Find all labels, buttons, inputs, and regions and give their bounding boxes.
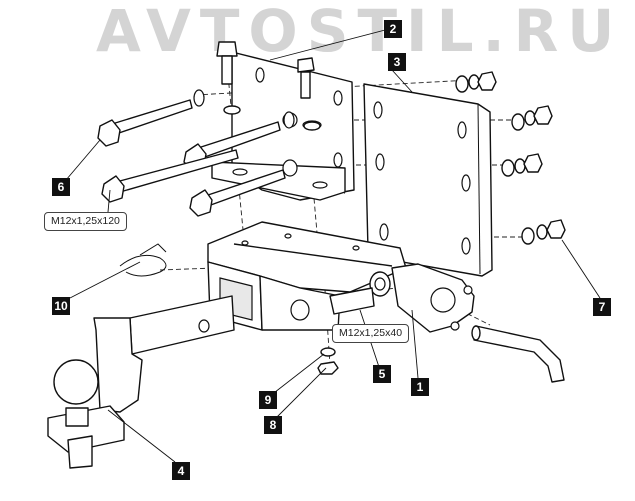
callout-8: 8 <box>264 416 282 434</box>
long-bolts <box>97 89 295 217</box>
vertical-bolts <box>216 41 315 99</box>
callout-6: 6 <box>52 178 70 196</box>
small-washer-nut <box>317 347 339 375</box>
spring-clip <box>119 243 167 277</box>
front-mounting-plate <box>363 83 493 277</box>
long-bolt-spec-label: M12x1,25x120 <box>44 212 127 231</box>
short-bolt-spec-label: M12x1,25x40 <box>332 324 410 343</box>
electrical-socket-plate <box>391 263 475 333</box>
callout-leader-lines <box>65 29 601 463</box>
callout-2: 2 <box>384 20 402 38</box>
callout-5: 5 <box>373 365 391 383</box>
ball-mount-bar <box>47 295 235 469</box>
washer-nut-stacks <box>223 71 566 245</box>
callout-7: 7 <box>593 298 611 316</box>
callout-1: 1 <box>411 378 429 396</box>
callout-3: 3 <box>388 53 406 71</box>
lock-pin <box>471 325 565 383</box>
receiver-frame <box>207 221 407 331</box>
callout-10: 10 <box>52 297 70 315</box>
callout-9: 9 <box>259 391 277 409</box>
callout-4: 4 <box>172 462 190 480</box>
watermark-text: AVTOSTIL.RU <box>96 0 624 65</box>
